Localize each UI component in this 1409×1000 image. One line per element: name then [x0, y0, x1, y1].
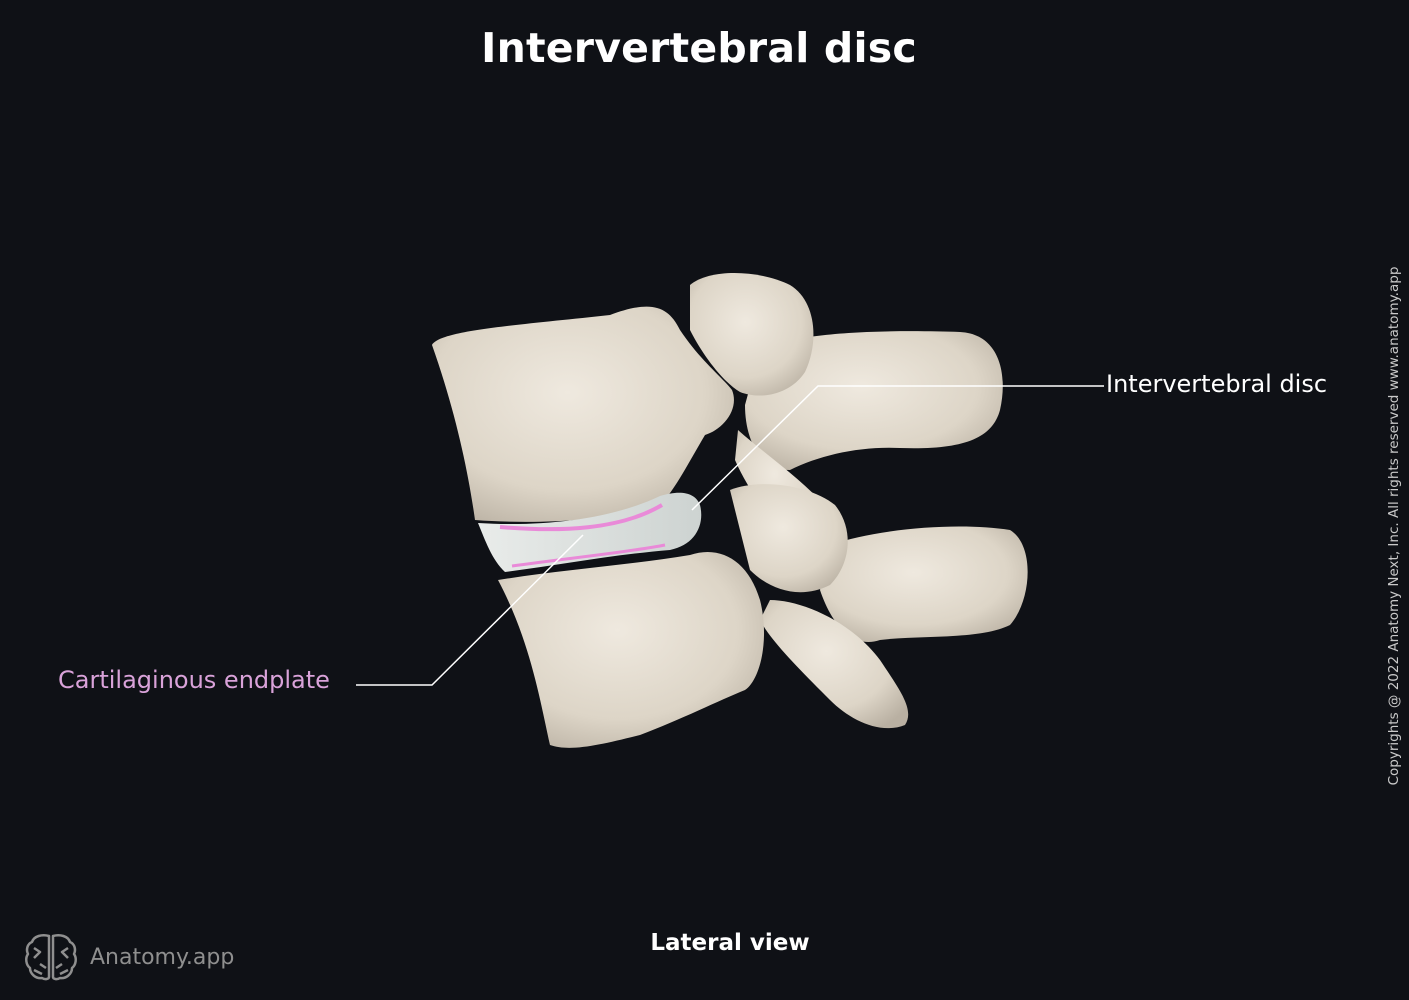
lower-vertebra	[498, 484, 1028, 748]
leader-line-disc	[691, 385, 1104, 511]
copyright-notice: Copyrights @ 2022 Anatomy Next, Inc. All…	[1386, 266, 1402, 786]
upper-vertebra	[432, 272, 1003, 541]
cartilaginous-endplate-upper	[499, 503, 664, 532]
brand-name: Anatomy.app	[90, 944, 235, 970]
brand-logo: Anatomy.app	[24, 932, 234, 982]
label-cartilaginous-endplate: Cartilaginous endplate	[58, 666, 330, 694]
page-title: Intervertebral disc	[481, 24, 917, 72]
leader-line-endplate	[356, 534, 584, 686]
cartilaginous-endplate-lower	[511, 543, 666, 568]
view-caption: Lateral view	[650, 930, 810, 956]
brain-icon	[25, 934, 77, 981]
label-intervertebral-disc: Intervertebral disc	[1106, 370, 1328, 398]
